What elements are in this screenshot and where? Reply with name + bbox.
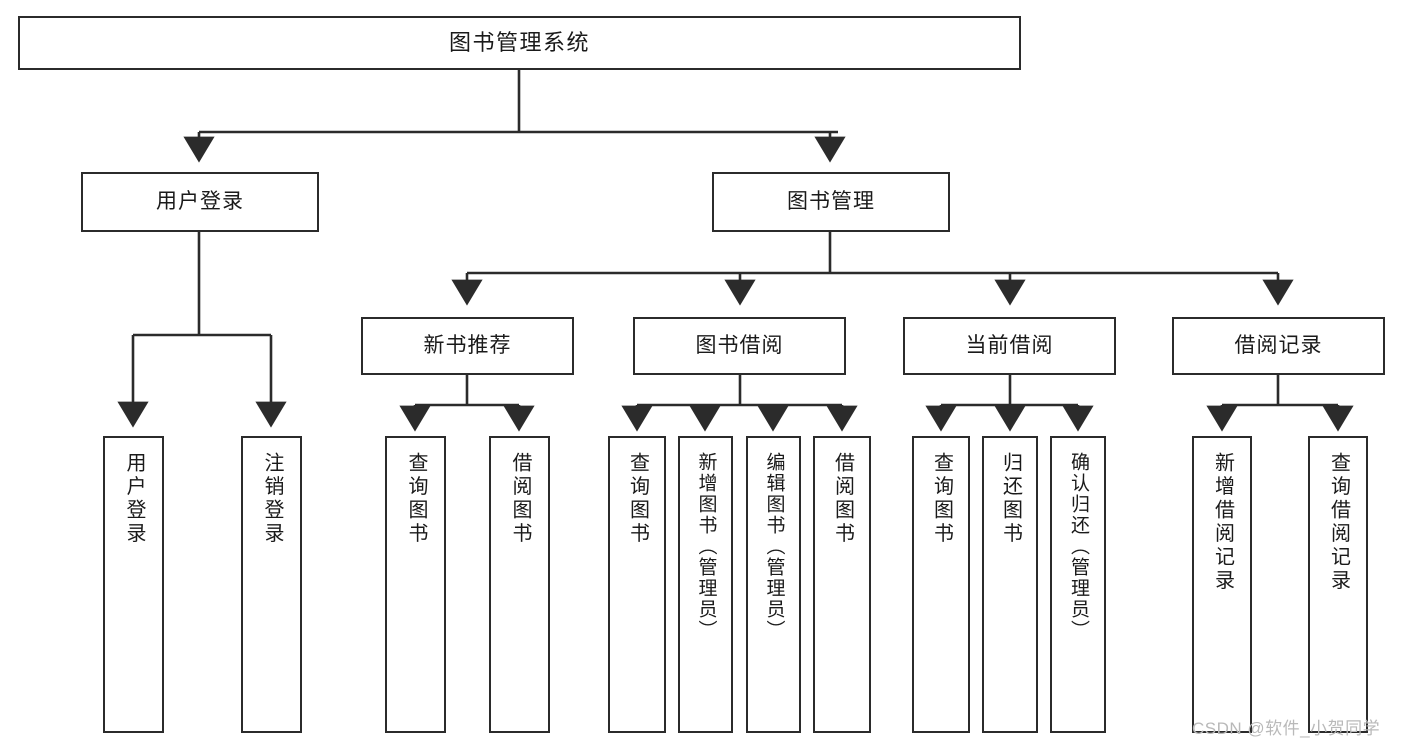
node-label: 查询图书 bbox=[405, 452, 427, 546]
node-label: 编辑图书（管理员） bbox=[763, 452, 785, 641]
node-leaf-add-borrow-record[interactable]: 新增借阅记录 bbox=[1192, 436, 1252, 733]
node-leaf-query-book-new[interactable]: 查询图书 bbox=[385, 436, 446, 733]
node-leaf-return-book[interactable]: 归还图书 bbox=[982, 436, 1038, 733]
node-label: 归还图书 bbox=[999, 452, 1022, 546]
node-leaf-query-book-current[interactable]: 查询图书 bbox=[912, 436, 970, 733]
node-label: 图书借阅 bbox=[695, 333, 784, 357]
node-label: 新增借阅记录 bbox=[1211, 452, 1234, 593]
node-leaf-logout[interactable]: 注销登录 bbox=[241, 436, 302, 733]
node-borrow-records[interactable]: 借阅记录 bbox=[1172, 317, 1385, 375]
node-book-management[interactable]: 图书管理 bbox=[712, 172, 950, 232]
node-label: 查询图书 bbox=[626, 452, 649, 546]
node-leaf-user-login[interactable]: 用户登录 bbox=[103, 436, 164, 733]
node-label: 图书管理系统 bbox=[448, 30, 590, 56]
node-leaf-borrow-book-new[interactable]: 借阅图书 bbox=[489, 436, 550, 733]
node-label: 注销登录 bbox=[261, 452, 283, 546]
node-leaf-borrow-book[interactable]: 借阅图书 bbox=[813, 436, 871, 733]
node-label: 图书管理 bbox=[787, 189, 875, 213]
node-label: 查询图书 bbox=[930, 452, 953, 546]
node-label: 借阅记录 bbox=[1234, 333, 1323, 357]
node-new-book-recommend[interactable]: 新书推荐 bbox=[361, 317, 574, 375]
node-leaf-confirm-return-admin[interactable]: 确认归还（管理员） bbox=[1050, 436, 1106, 733]
node-label: 查询借阅记录 bbox=[1327, 452, 1350, 593]
node-label: 借阅图书 bbox=[509, 452, 531, 546]
node-book-borrow[interactable]: 图书借阅 bbox=[633, 317, 846, 375]
node-label: 确认归还（管理员） bbox=[1067, 452, 1089, 641]
node-root-system[interactable]: 图书管理系统 bbox=[18, 16, 1021, 70]
node-leaf-edit-book-admin[interactable]: 编辑图书（管理员） bbox=[746, 436, 801, 733]
node-label: 新增图书（管理员） bbox=[695, 452, 717, 641]
node-label: 用户登录 bbox=[123, 452, 145, 546]
node-current-borrow[interactable]: 当前借阅 bbox=[903, 317, 1116, 375]
node-leaf-query-borrow-record[interactable]: 查询借阅记录 bbox=[1308, 436, 1368, 733]
node-leaf-add-book-admin[interactable]: 新增图书（管理员） bbox=[678, 436, 733, 733]
node-label: 新书推荐 bbox=[423, 333, 512, 357]
node-label: 当前借阅 bbox=[965, 333, 1054, 357]
node-user-login[interactable]: 用户登录 bbox=[81, 172, 319, 232]
node-leaf-query-book-borrow[interactable]: 查询图书 bbox=[608, 436, 666, 733]
node-label: 用户登录 bbox=[156, 189, 244, 213]
node-label: 借阅图书 bbox=[831, 452, 854, 546]
